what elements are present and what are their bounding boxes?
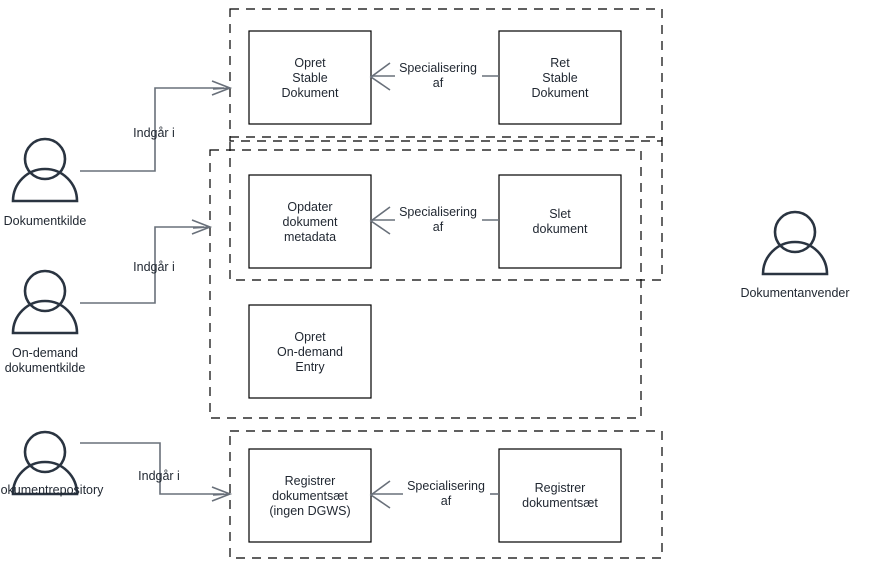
actor-label-on-demand-dokumentkilde-line1: On-demand — [12, 346, 78, 360]
use-case-label-line: Registrer — [535, 481, 586, 495]
group-registrer[interactable] — [229, 430, 663, 559]
relation-label-indgaar-i-3: Indgår i — [138, 469, 180, 483]
relation-label-specialisering-1-line2: af — [433, 76, 444, 90]
actor-person-icon — [11, 430, 79, 496]
actor-label-dokumentrepository: okumentrepository — [1, 483, 105, 497]
relation-label-indgaar-i-2: Indgår i — [133, 260, 175, 274]
use-case-label-line: dokument — [533, 222, 588, 236]
use-case-label-line: Registrer — [285, 474, 336, 488]
actor-dokumentrepository[interactable]: okumentrepository — [1, 430, 105, 497]
group-stable-dokument[interactable] — [229, 8, 663, 142]
use-case-registrer-dokumentsaet[interactable]: Registrer dokumentsæt — [498, 448, 622, 543]
use-case-opret-stable-dokument[interactable]: Opret Stable Dokument — [248, 30, 372, 125]
use-case-registrer-dokumentsaet-ingen-dgws[interactable]: Registrer dokumentsæt (ingen DGWS) — [248, 448, 372, 543]
use-case-label-line: Stable — [542, 71, 577, 85]
use-case-label-line: Slet — [549, 207, 571, 221]
actor-dokumentkilde[interactable]: Dokumentkilde — [4, 137, 87, 228]
use-case-label-line: (ingen DGWS) — [269, 504, 350, 518]
use-case-label-line: Dokument — [532, 86, 589, 100]
use-case-label-line: Opdater — [287, 200, 332, 214]
relation-indgaar-i-2[interactable]: Indgår i — [80, 219, 213, 304]
use-case-label-line: Stable — [292, 71, 327, 85]
relation-label-specialisering-3-line1: Specialisering — [407, 479, 485, 493]
use-case-label-line: Dokument — [282, 86, 339, 100]
actor-label-dokumentanvender: Dokumentanvender — [740, 286, 849, 300]
actor-person-icon — [11, 137, 79, 203]
use-case-label-line: metadata — [284, 230, 336, 244]
use-case-label-line: Opret — [294, 56, 326, 70]
relation-label-specialisering-1-line1: Specialisering — [399, 61, 477, 75]
group-inner-metadata[interactable] — [229, 136, 663, 281]
relation-indgaar-i-3[interactable]: Indgår i — [80, 442, 233, 502]
actor-on-demand-dokumentkilde[interactable]: On-demand dokumentkilde — [5, 269, 86, 375]
use-case-label-line: Opret — [294, 330, 326, 344]
relation-specialisering-3[interactable]: Specialisering af — [369, 479, 499, 509]
relation-specialisering-2[interactable]: Specialisering af — [369, 205, 499, 235]
use-case-label-line: Entry — [295, 360, 325, 374]
group-outer-dokument[interactable] — [209, 149, 642, 419]
use-case-label-line: dokumentsæt — [522, 496, 598, 510]
relation-label-indgaar-i-1: Indgår i — [133, 126, 175, 140]
relation-indgaar-i-1[interactable]: Indgår i — [80, 80, 233, 172]
use-case-label-line: dokument — [283, 215, 338, 229]
actor-person-icon — [761, 210, 829, 276]
actor-label-on-demand-dokumentkilde-line2: dokumentkilde — [5, 361, 86, 375]
relation-specialisering-1[interactable]: Specialisering af — [369, 61, 499, 91]
actor-label-dokumentkilde: Dokumentkilde — [4, 214, 87, 228]
use-case-opret-on-demand-entry[interactable]: Opret On-demand Entry — [248, 304, 372, 399]
use-case-label-line: On-demand — [277, 345, 343, 359]
use-case-opdater-dokument-metadata[interactable]: Opdater dokument metadata — [248, 174, 372, 269]
use-case-label-line: Ret — [550, 56, 570, 70]
use-case-label-line: dokumentsæt — [272, 489, 348, 503]
use-case-slet-dokument[interactable]: Slet dokument — [498, 174, 622, 269]
use-case-ret-stable-dokument[interactable]: Ret Stable Dokument — [498, 30, 622, 125]
relation-label-specialisering-2-line2: af — [433, 220, 444, 234]
relation-label-specialisering-2-line1: Specialisering — [399, 205, 477, 219]
relation-label-specialisering-3-line2: af — [441, 494, 452, 508]
actor-person-icon — [11, 269, 79, 335]
actor-dokumentanvender[interactable]: Dokumentanvender — [740, 210, 850, 300]
